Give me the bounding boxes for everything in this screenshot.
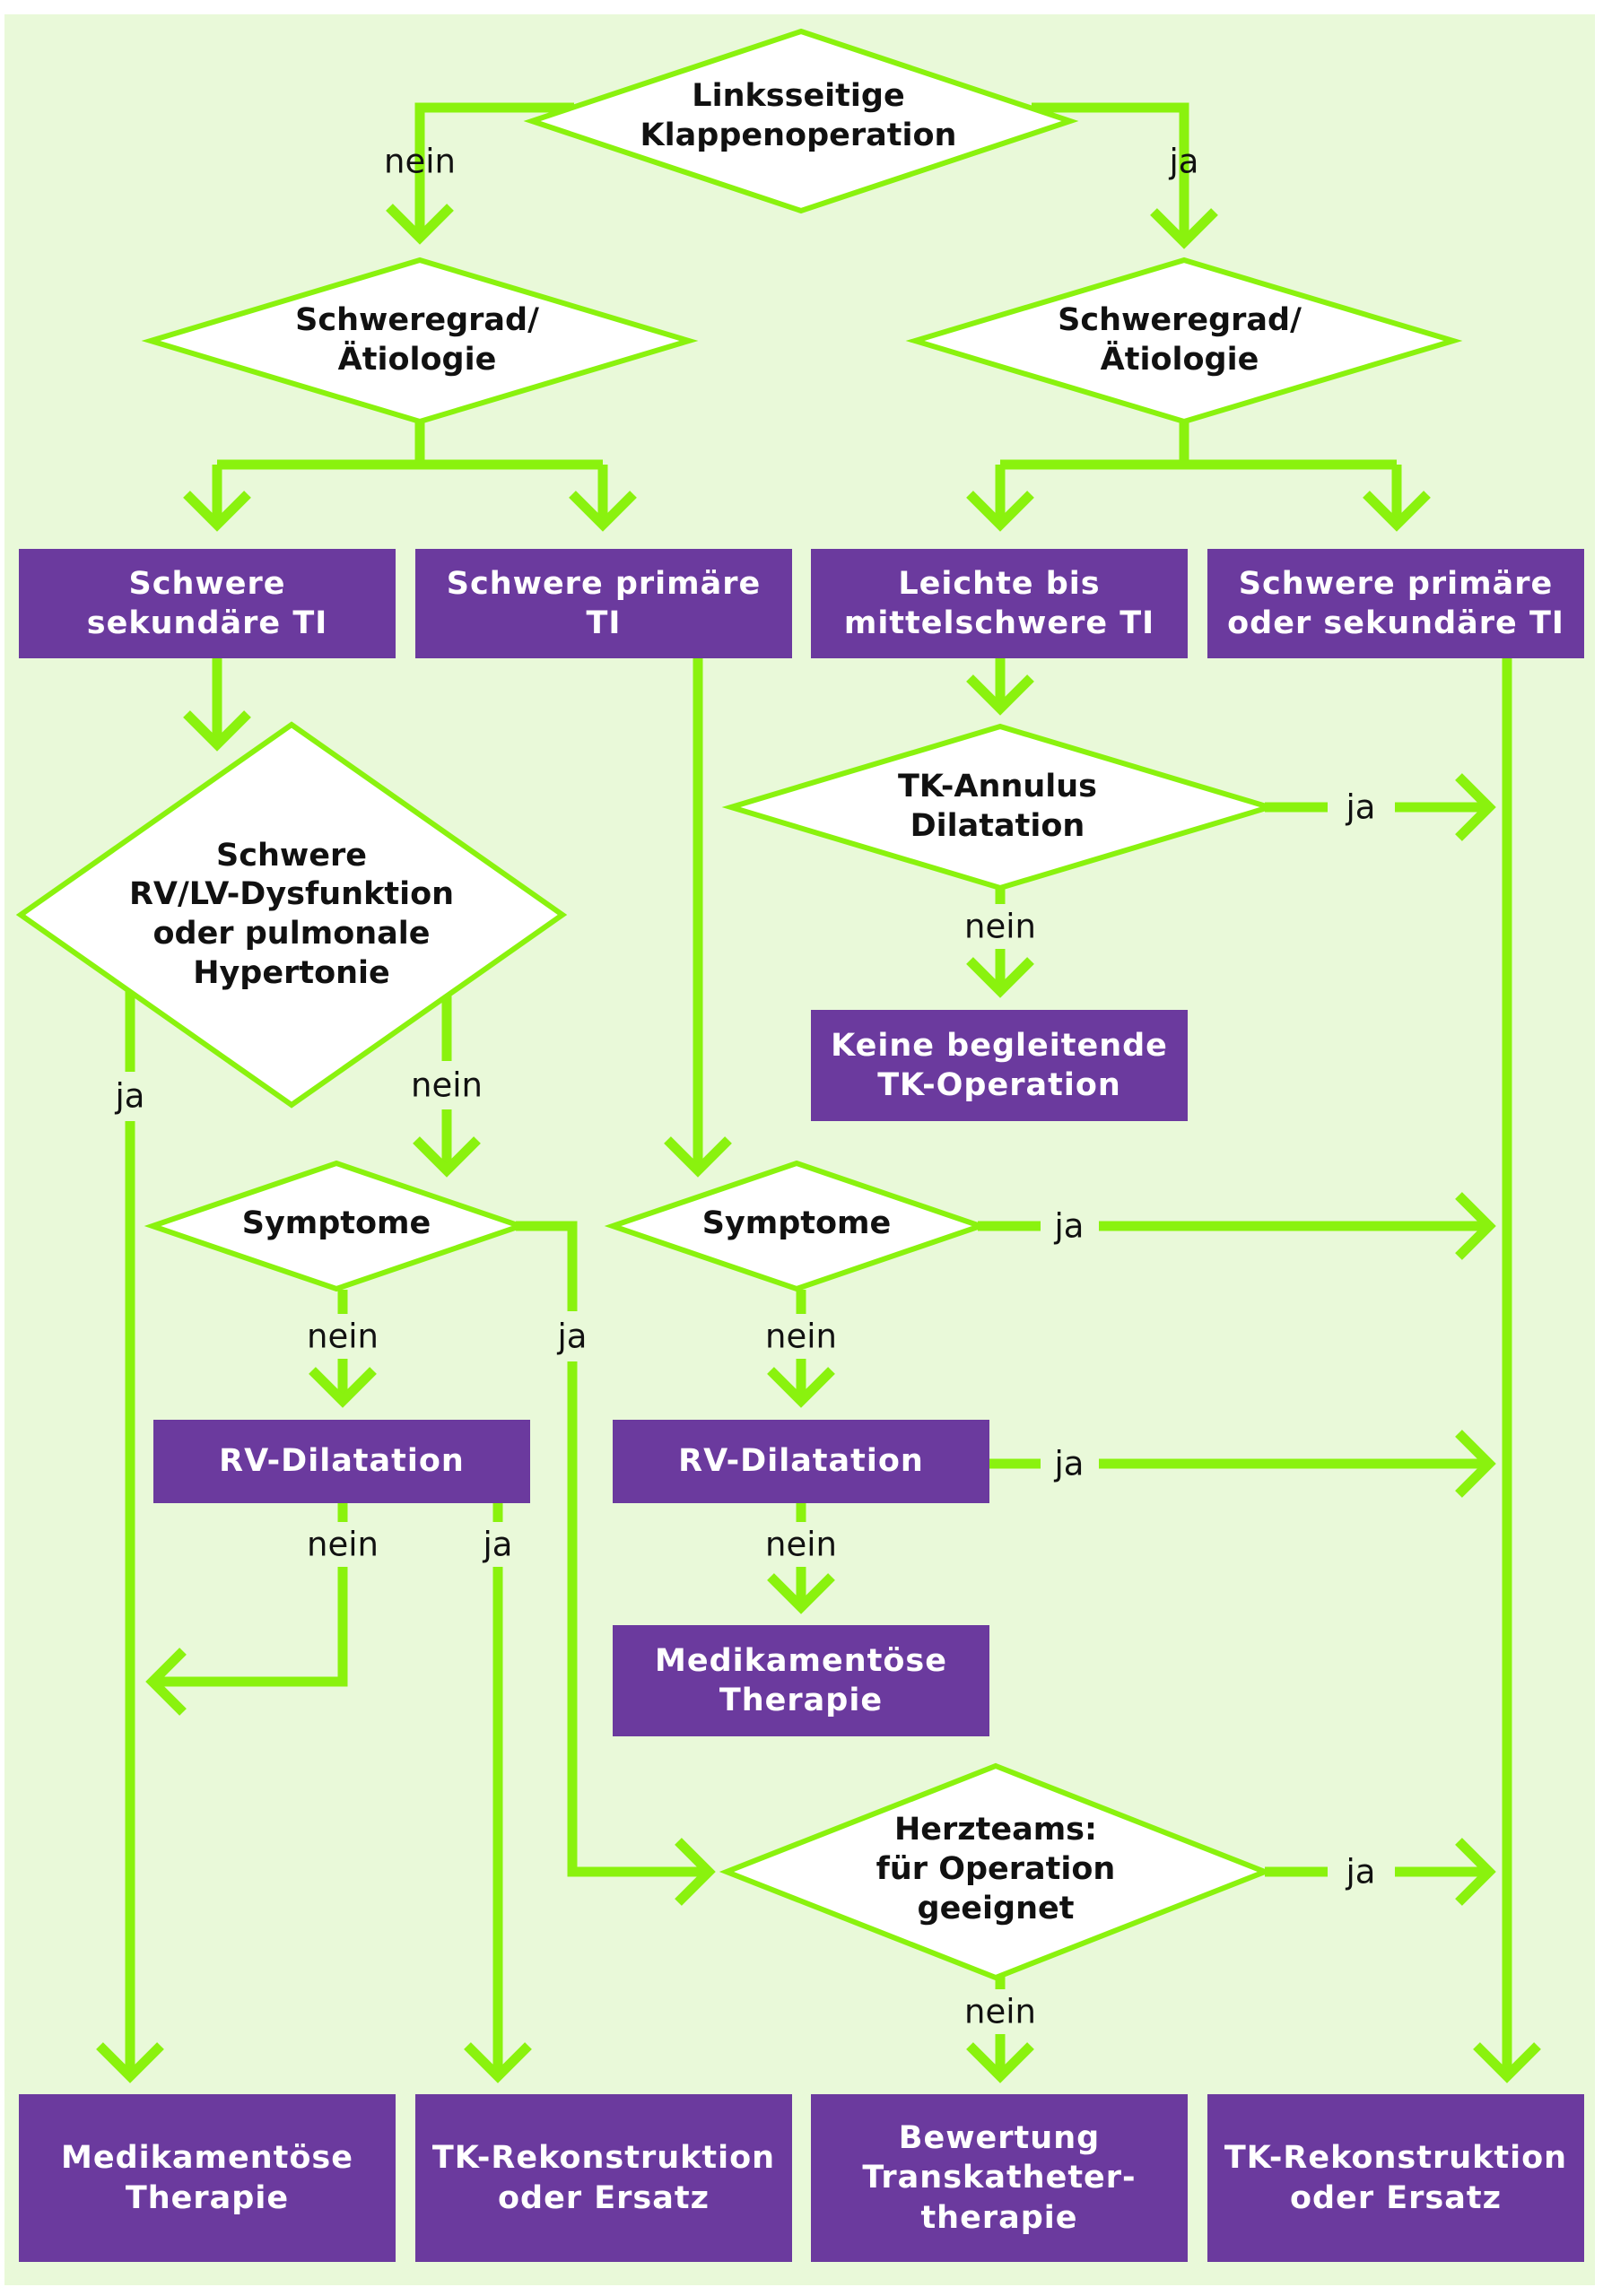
box-rv-dilatation-mid: RV-Dilatation (613, 1420, 989, 1503)
decision-schweregrad-right: Schweregrad/ Ätiologie (1058, 302, 1302, 378)
label-annulus-ja: ja (1346, 787, 1376, 827)
diamond-symptome-left (144, 1160, 529, 1292)
diamond-rv-lv-dysfunktion (15, 721, 568, 1109)
conn-sym-mid-nein-b-arrowhead (767, 1367, 835, 1408)
box-leichte-bis-mittelschwere-ti: Leichte bis mittelschwere TI (811, 549, 1188, 658)
diamond-schweregrad-right (905, 257, 1463, 425)
conn-sym-mid-ja-b-arrowhead (1455, 1192, 1496, 1260)
conn-right-trunk-arrowhead (1473, 2042, 1541, 2083)
diamond-symptome-mid (604, 1160, 989, 1292)
diamond-herzteams (719, 1762, 1273, 1981)
label-sym-left-nein: nein (307, 1317, 379, 1356)
conn-leichte-to-annulus-arrowhead (966, 674, 1034, 716)
box-medikamentoese-therapie-bottom: Medikamentöse Therapie (19, 2094, 396, 2262)
box-schwere-primaere-ti: Schwere primäre TI (415, 549, 792, 658)
decision-herzteams: Herzteams: für Operation geeignet (876, 1812, 1116, 1926)
diamond-schweregrad-left (141, 257, 699, 425)
conn-rvdil-left-nein-b (152, 1567, 348, 1687)
label-rvdil-left-nein: nein (307, 1525, 379, 1564)
decision-rv-lv-dysfunktion: Schwere RV/LV-Dysfunktion oder pulmonale… (128, 837, 455, 991)
conn-top-nein (414, 102, 574, 238)
decision-linksseitige-klappenoperation: Linksseitige Klappenoperation (640, 78, 957, 153)
diamond-tk-annulus-dilatation (721, 723, 1279, 891)
conn-annulus-ja-b-arrowhead (1455, 773, 1496, 841)
conn-top-ja-arrowhead (1150, 208, 1218, 249)
label-rvlv-ja: ja (115, 1076, 145, 1116)
box-medikamentoese-therapie-mid: Medikamentöse Therapie (613, 1625, 989, 1736)
conn-sym-left-nein-b-arrowhead (309, 1367, 377, 1408)
conn-sekundaer-to-rvlv-arrowhead (183, 710, 251, 752)
conn-rvdil-left-nein-b-arrowhead (145, 1648, 187, 1716)
label-rvdil-left-ja: ja (483, 1525, 513, 1564)
label-herz-ja: ja (1346, 1852, 1376, 1892)
conn-top-ja (1032, 102, 1189, 242)
label-rvdil-mid-ja: ja (1054, 1444, 1085, 1483)
label-herz-nein: nein (964, 1992, 1036, 2031)
conn-schweregrad-left-to-sekundaer-arrowhead (183, 491, 251, 532)
box-bewertung-transkathetertherapie: Bewertung Transkatheter- therapie (811, 2094, 1188, 2262)
box-tk-rekonstruktion-left: TK-Rekonstruktion oder Ersatz (415, 2094, 792, 2262)
label-sym-mid-ja: ja (1054, 1206, 1085, 1246)
conn-sym-left-ja-b (567, 1361, 709, 1877)
label-top-ja: ja (1169, 142, 1199, 181)
decision-symptome-mid: Symptome (701, 1205, 892, 1242)
box-keine-begleitende-tk-operation: Keine begleitende TK-Operation (811, 1010, 1188, 1121)
flowchart-background (4, 14, 1595, 2285)
conn-schweregrad-right-to-leichte-arrowhead (966, 491, 1034, 532)
conn-herz-ja-b-arrowhead (1455, 1838, 1496, 1906)
decision-symptome-left: Symptome (241, 1205, 431, 1242)
decision-schweregrad-left: Schweregrad/ Ätiologie (295, 302, 539, 378)
conn-rvdil-left-ja-b-arrowhead (464, 2042, 532, 2083)
label-rvlv-nein: nein (411, 1065, 483, 1105)
box-tk-rekonstruktion-right: TK-Rekonstruktion oder Ersatz (1207, 2094, 1584, 2262)
label-top-nein: nein (384, 142, 456, 181)
conn-sym-left-ja (516, 1221, 578, 1311)
box-schwere-sekundaere-ti: Schwere sekundäre TI (19, 549, 396, 658)
conn-rvlv-nein-b-arrowhead (413, 1136, 481, 1178)
conn-annulus-nein-b-arrowhead (966, 957, 1034, 998)
conn-rvdil-mid-nein-b-arrowhead (767, 1573, 835, 1614)
conn-schweregrad-right-to-schwere-arrowhead (1363, 491, 1431, 532)
conn-rvdil-mid-ja-b-arrowhead (1455, 1430, 1496, 1498)
box-schwere-primaere-oder-sekundaere-ti: Schwere primäre oder sekundäre TI (1207, 549, 1584, 658)
conn-top-nein-arrowhead (386, 204, 454, 245)
conn-primaer-to-symptome-arrowhead (664, 1136, 732, 1178)
conn-schweregrad-left-to-primaer-arrowhead (569, 491, 637, 532)
label-annulus-nein: nein (964, 907, 1036, 946)
conn-herz-nein-b-arrowhead (966, 2042, 1034, 2083)
conn-sym-left-ja-b-arrowhead (675, 1838, 716, 1906)
label-sym-mid-nein: nein (765, 1317, 837, 1356)
conn-rvlv-ja-b-arrowhead (96, 2042, 164, 2083)
decision-tk-annulus-dilatation: TK-Annulus Dilatation (897, 769, 1098, 844)
box-rv-dilatation-left: RV-Dilatation (153, 1420, 530, 1503)
diamond-linksseitige-klappenoperation (523, 28, 1079, 214)
label-sym-left-ja: ja (557, 1317, 588, 1356)
label-rvdil-mid-nein: nein (765, 1525, 837, 1564)
